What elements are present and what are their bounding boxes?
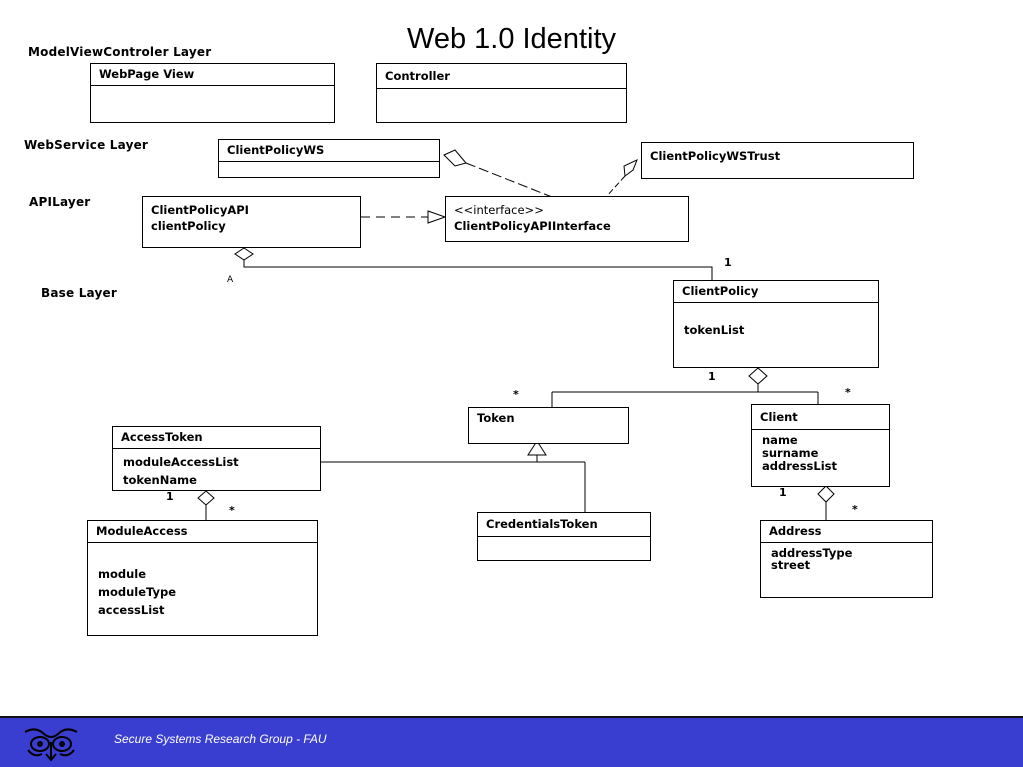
class-name: WebPage View [91,64,334,86]
class-title: ClientPolicyAPIInterface [454,219,611,233]
class-name: Token [477,411,515,425]
class-webpage-view: WebPage View [90,63,335,123]
class-attribute: addressList [762,459,837,473]
layer-label-mvc: ModelViewControler Layer [28,45,212,59]
svg-text:A: A [227,275,234,285]
class-attribute: surname [762,446,819,460]
multiplicity-label: 1 [708,370,716,383]
class-name: ClientPolicyWS [219,140,439,162]
class-api-interface: <<interface>> ClientPolicyAPIInterface [445,196,689,242]
multiplicity-label: * [845,386,851,399]
class-attributes: addressType street [761,543,932,571]
multiplicity-label: * [229,504,235,517]
class-name: Client [752,405,889,430]
class-credentials-token: CredentialsToken [477,512,651,561]
class-name: ClientPolicyWSTrust [650,149,781,163]
footer-text: Secure Systems Research Group - FAU [114,732,327,746]
class-module-access: ModuleAccess module moduleType accessLis… [87,520,318,636]
class-attribute: street [771,558,811,572]
class-title: ClientPolicyAPI [151,203,249,217]
layer-label-webservice: WebService Layer [24,138,149,152]
class-attribute: module [98,567,147,581]
class-attribute: clientPolicy [151,219,226,233]
owl-logo-icon [24,728,78,762]
connector-lines: A [197,149,835,520]
multiplicity-label: * [852,503,858,516]
class-address: Address addressType street [760,520,933,598]
multiplicity-label: * [513,388,519,401]
footer-bar: Secure Systems Research Group - FAU [0,716,1023,767]
class-controller: Controller [376,63,627,123]
class-attributes: tokenList [674,303,878,337]
class-attribute: tokenName [123,473,197,487]
layer-label-base: Base Layer [41,286,117,300]
class-name: Address [761,521,932,543]
class-name: AccessToken [113,427,320,449]
multiplicity-label: 1 [166,490,174,503]
class-attributes: module moduleType accessList [88,543,317,619]
class-attribute: tokenList [684,323,745,337]
layer-label-api: APILayer [29,195,91,209]
class-client-policy: ClientPolicy tokenList [673,280,879,368]
class-name: ClientPolicyAPI clientPolicy [143,197,360,234]
page-title: Web 1.0 Identity [406,23,617,55]
class-name: Controller [377,64,626,89]
multiplicity-label: 1 [779,486,787,499]
class-name: CredentialsToken [478,513,650,537]
class-access-token: AccessToken moduleAccessList tokenName [112,426,321,491]
class-attribute: accessList [98,603,165,617]
class-client-policy-api: ClientPolicyAPI clientPolicy [142,196,361,248]
class-client: Client name surname addressList [751,404,890,487]
class-attribute: addressType [771,546,853,560]
class-name: ModuleAccess [88,521,317,543]
class-name: ClientPolicy [674,281,878,303]
class-attribute: moduleAccessList [123,455,239,469]
class-name: <<interface>> ClientPolicyAPIInterface [446,197,688,234]
class-attributes: name surname addressList [752,430,889,473]
class-client-policy-ws-trust: ClientPolicyWSTrust [641,142,914,179]
multiplicity-label: 1 [724,256,732,269]
class-attribute: moduleType [98,585,177,599]
class-client-policy-ws: ClientPolicyWS [218,139,440,178]
stereotype: <<interface>> [454,203,544,217]
class-token: Token [468,407,629,444]
class-attributes: moduleAccessList tokenName [113,449,320,489]
class-attribute: name [762,433,798,447]
